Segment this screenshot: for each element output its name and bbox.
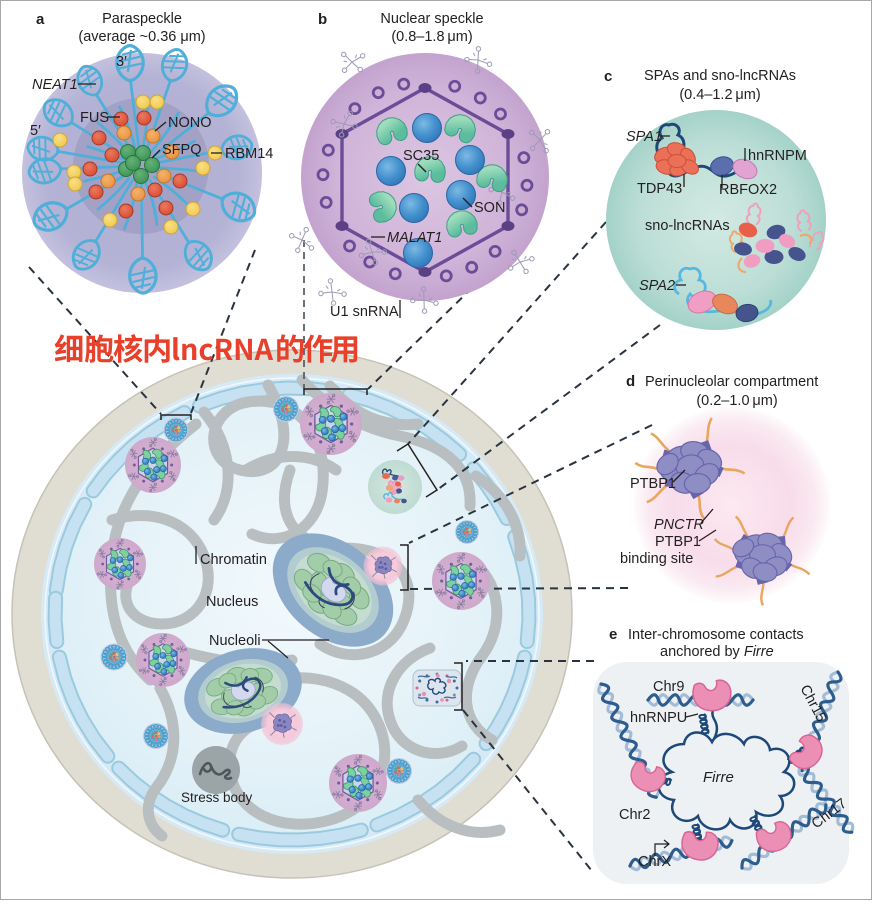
svg-text:RBFOX2: RBFOX2 — [719, 182, 777, 198]
svg-text:binding site: binding site — [620, 551, 693, 567]
svg-text:Firre: Firre — [703, 769, 734, 786]
svg-text:SPA1: SPA1 — [626, 129, 662, 145]
svg-text:(0.2–1.0 μm): (0.2–1.0 μm) — [696, 393, 777, 409]
svg-text:sno-lncRNAs: sno-lncRNAs — [645, 218, 730, 234]
svg-text:PNCTR: PNCTR — [654, 517, 704, 533]
svg-text:Inter-chromosome contacts: Inter-chromosome contacts — [628, 627, 804, 643]
svg-text:MALAT1: MALAT1 — [387, 230, 442, 246]
svg-text:Chromatin: Chromatin — [200, 552, 267, 568]
svg-text:SPA2: SPA2 — [639, 278, 675, 294]
svg-text:anchored by Firre: anchored by Firre — [660, 644, 774, 660]
svg-text:hnRNPU: hnRNPU — [630, 710, 687, 726]
svg-text:5′: 5′ — [30, 123, 41, 139]
svg-text:a: a — [36, 11, 45, 28]
svg-text:Chr2: Chr2 — [619, 807, 650, 823]
svg-text:SC35: SC35 — [403, 148, 439, 164]
svg-text:Nuclear speckle: Nuclear speckle — [380, 11, 483, 27]
svg-text:3′: 3′ — [116, 54, 127, 70]
svg-text:hnRNPM: hnRNPM — [748, 148, 807, 164]
svg-text:TDP43: TDP43 — [637, 181, 682, 197]
svg-text:c: c — [604, 68, 612, 85]
svg-text:(0.4–1.2 μm): (0.4–1.2 μm) — [679, 87, 760, 103]
svg-text:RBM14: RBM14 — [225, 146, 273, 162]
svg-text:Nucleoli: Nucleoli — [209, 633, 261, 649]
svg-text:Paraspeckle: Paraspeckle — [102, 11, 182, 27]
svg-text:d: d — [626, 373, 635, 390]
svg-text:Nucleus: Nucleus — [206, 594, 258, 610]
svg-text:ChrX: ChrX — [638, 854, 671, 870]
svg-text:e: e — [609, 626, 617, 643]
svg-text:U1 snRNA: U1 snRNA — [330, 304, 399, 320]
svg-text:SON: SON — [474, 200, 505, 216]
svg-text:(average ~0.36 μm): (average ~0.36 μm) — [78, 29, 205, 45]
svg-text:Chr9: Chr9 — [653, 679, 684, 695]
svg-text:SPAs and sno-lncRNAs: SPAs and sno-lncRNAs — [644, 68, 796, 84]
svg-text:b: b — [318, 11, 327, 28]
svg-text:Perinucleolar compartment: Perinucleolar compartment — [645, 374, 818, 390]
svg-text:PTBP1: PTBP1 — [655, 534, 701, 550]
svg-text:(0.8–1.8 μm): (0.8–1.8 μm) — [391, 29, 472, 45]
svg-text:PTBP1: PTBP1 — [630, 476, 676, 492]
svg-text:NEAT1: NEAT1 — [32, 77, 78, 93]
svg-text:Stress body: Stress body — [181, 790, 253, 805]
svg-text:FUS: FUS — [80, 110, 109, 126]
svg-text:SFPQ: SFPQ — [162, 142, 201, 158]
svg-text:NONO: NONO — [168, 115, 212, 131]
